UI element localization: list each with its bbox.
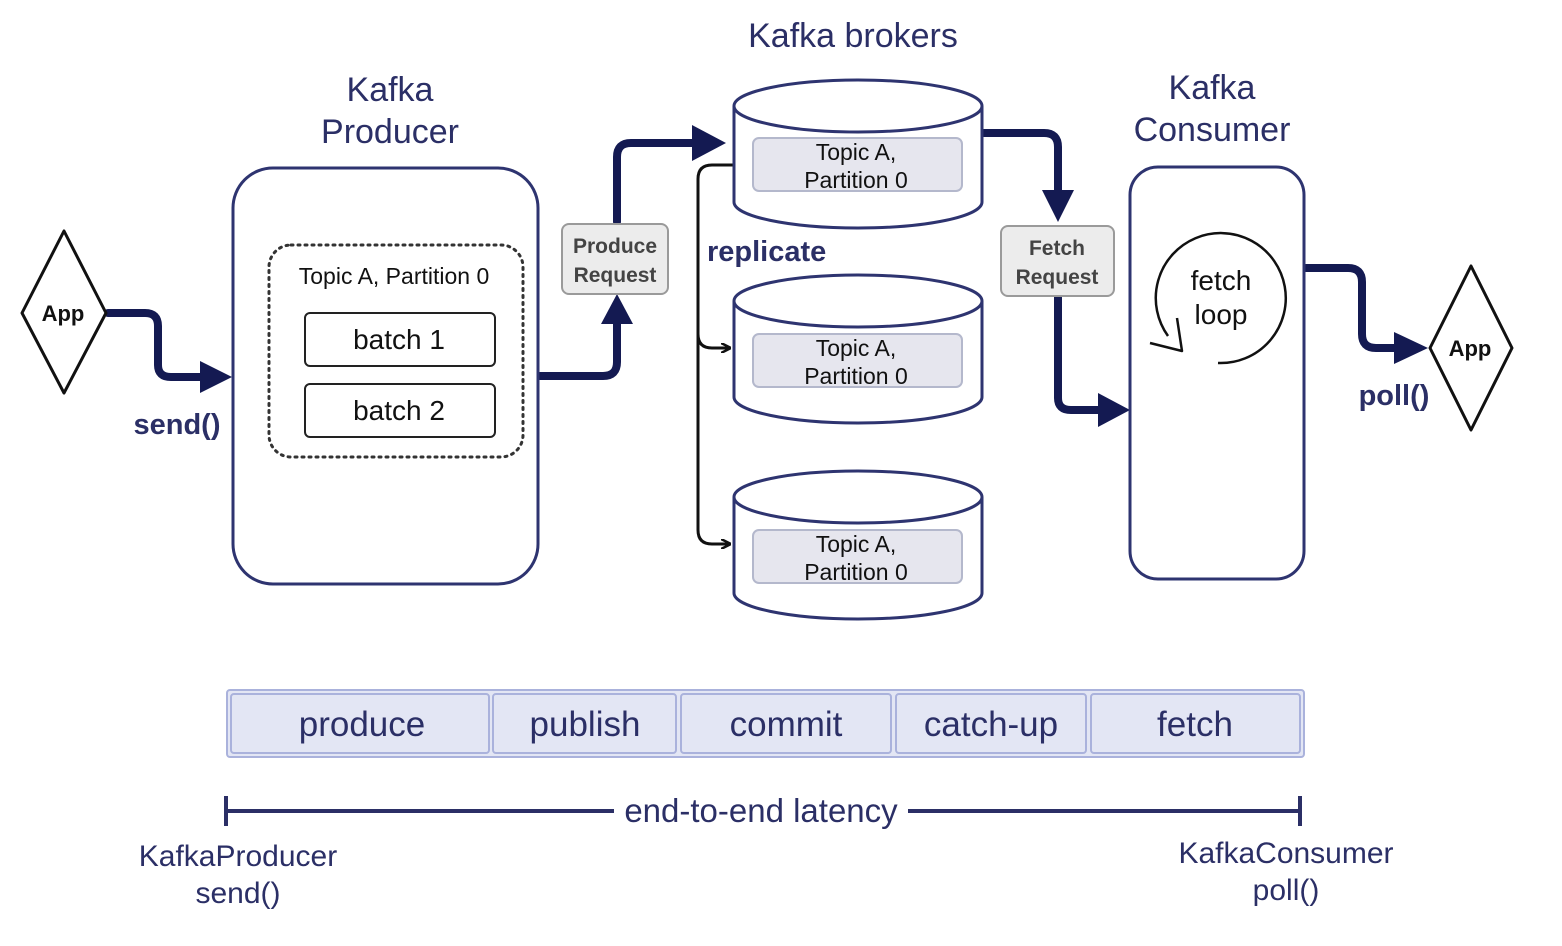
produce-request-line2: Request bbox=[574, 264, 657, 287]
broker-1-label-line1: Topic A, bbox=[816, 139, 897, 165]
broker-1-partition bbox=[752, 137, 963, 192]
phase-catchup-cell bbox=[895, 693, 1087, 754]
broker-2-partition bbox=[752, 333, 963, 388]
fetch-loop-line2: loop bbox=[1195, 299, 1248, 330]
batch-1-box bbox=[304, 312, 496, 367]
phase-commit: commit bbox=[730, 705, 843, 744]
broker-2-label-line2: Partition 0 bbox=[804, 363, 908, 389]
broker-2-label-line1: Topic A, bbox=[816, 335, 897, 361]
partition-label: Topic A, Partition 0 bbox=[299, 263, 490, 289]
app-left-label: App bbox=[42, 301, 85, 326]
producer-title-line1: Kafka bbox=[347, 71, 434, 109]
batch-2-box bbox=[304, 383, 496, 438]
phase-bar: produce publish commit catch-up fetch bbox=[226, 689, 1305, 758]
poll-label: poll() bbox=[1359, 380, 1430, 412]
latency-span: end-to-end latency bbox=[224, 792, 1302, 829]
broker-3-label-line1: Topic A, bbox=[816, 531, 897, 557]
consumer-title-line2: Consumer bbox=[1134, 111, 1291, 149]
fetch-loop-line1: fetch bbox=[1191, 265, 1252, 296]
fetch-request-line1: Fetch bbox=[1029, 237, 1085, 260]
producer-title-line2: Producer bbox=[321, 113, 459, 151]
consumer-box: fetch loop bbox=[1128, 165, 1306, 581]
batch-1-label: batch 1 bbox=[353, 324, 445, 355]
fetch-request-line2: Request bbox=[1016, 266, 1099, 289]
app-left: App bbox=[20, 229, 108, 395]
broker-3-label-line2: Partition 0 bbox=[804, 559, 908, 585]
phase-produce: produce bbox=[299, 705, 425, 744]
phase-fetch: fetch bbox=[1157, 705, 1233, 744]
batch-2-label: batch 2 bbox=[353, 395, 445, 426]
phase-fetch-cell bbox=[1090, 693, 1301, 754]
send-arrow bbox=[104, 309, 232, 393]
broker-3: Topic A, Partition 0 bbox=[732, 469, 984, 621]
fetch-to-consumer-arrow bbox=[1054, 291, 1130, 427]
broker-1-label-line2: Partition 0 bbox=[804, 167, 908, 193]
app-right: App bbox=[1428, 264, 1514, 432]
phase-commit-cell bbox=[680, 693, 892, 754]
broker-2: Topic A, Partition 0 bbox=[732, 273, 984, 425]
latency-label: end-to-end latency bbox=[624, 792, 898, 829]
broker-to-fetch-arrow bbox=[980, 129, 1074, 222]
replicate-label: replicate bbox=[707, 236, 826, 268]
brokers-title: Kafka brokers bbox=[748, 17, 958, 55]
phase-produce-cell bbox=[230, 693, 490, 754]
app-right-label: App bbox=[1449, 336, 1492, 361]
fetch-request-box: Fetch Request bbox=[1000, 225, 1115, 297]
latency-end-line1: KafkaConsumer bbox=[1178, 837, 1393, 870]
send-label: send() bbox=[134, 409, 221, 441]
latency-end-line2: poll() bbox=[1253, 874, 1320, 907]
replicate-arrows bbox=[696, 163, 752, 544]
latency-start-line1: KafkaProducer bbox=[139, 840, 337, 873]
phase-publish: publish bbox=[530, 705, 641, 744]
broker-1: Topic A, Partition 0 bbox=[732, 78, 984, 230]
fetch-loop-circle bbox=[1154, 231, 1288, 365]
produce-arrow bbox=[536, 294, 633, 380]
fetch-loop-arrowhead bbox=[1149, 317, 1184, 353]
poll-arrow bbox=[1302, 264, 1428, 364]
produce-to-broker-arrow bbox=[613, 125, 726, 226]
partition-buffer bbox=[267, 243, 525, 459]
producer-box: Topic A, Partition 0 batch 1 batch 2 bbox=[231, 166, 540, 586]
produce-request-box: Produce Request bbox=[561, 223, 669, 295]
phase-publish-cell bbox=[492, 693, 677, 754]
consumer-title-line1: Kafka bbox=[1169, 69, 1256, 107]
phase-catch-up: catch-up bbox=[924, 705, 1058, 744]
produce-request-line1: Produce bbox=[573, 235, 657, 258]
broker-3-partition bbox=[752, 529, 963, 584]
latency-start-line2: send() bbox=[195, 877, 280, 910]
